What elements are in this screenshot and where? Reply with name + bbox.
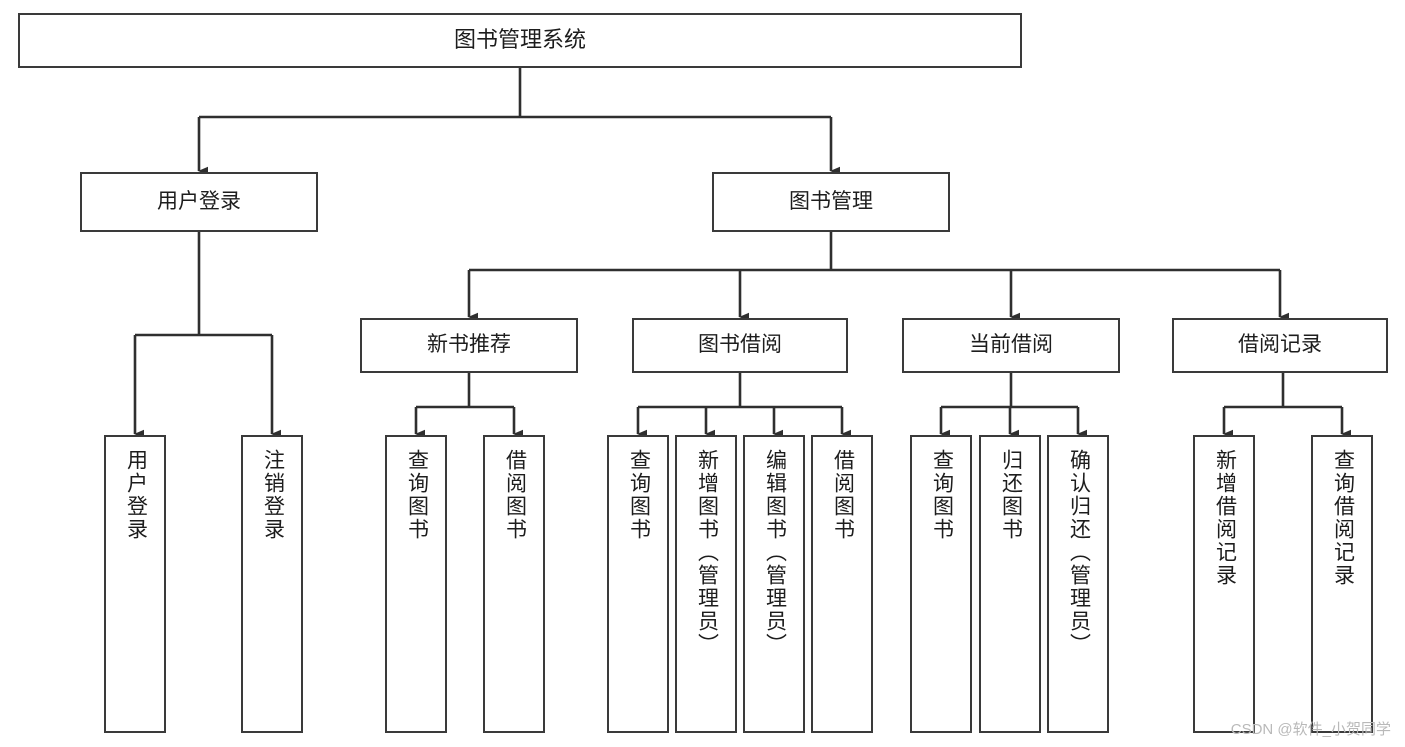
node-newbook[interactable]: 新书推荐	[360, 318, 578, 373]
node-label: 图书管理系统	[453, 27, 586, 53]
watermark-text: CSDN @软件_小贺同学	[1230, 721, 1391, 738]
node-leaf-br-add[interactable]: 新增图书（管理员）	[675, 435, 737, 733]
node-leaf-br-edit[interactable]: 编辑图书（管理员）	[743, 435, 805, 733]
node-label: 查询图书	[930, 449, 954, 541]
node-label: 新增借阅记录	[1213, 449, 1237, 587]
node-leaf-rec-add[interactable]: 新增借阅记录	[1193, 435, 1255, 733]
node-leaf-logout[interactable]: 注销登录	[241, 435, 303, 733]
node-leaf-br-query[interactable]: 查询图书	[607, 435, 669, 733]
node-label: 图书借阅	[698, 333, 782, 357]
node-label: 借阅图书	[503, 449, 527, 541]
node-leaf-nb-borrow[interactable]: 借阅图书	[483, 435, 545, 733]
node-leaf-cur-confirm[interactable]: 确认归还（管理员）	[1047, 435, 1109, 733]
node-label: 确认归还（管理员）	[1067, 449, 1091, 656]
node-bookmgmt[interactable]: 图书管理	[712, 172, 950, 232]
node-root[interactable]: 图书管理系统	[18, 13, 1022, 68]
node-leaf-rec-query[interactable]: 查询借阅记录	[1311, 435, 1373, 733]
node-current[interactable]: 当前借阅	[902, 318, 1120, 373]
node-label: 查询图书	[627, 449, 651, 541]
node-label: 编辑图书（管理员）	[763, 449, 787, 656]
node-label: 当前借阅	[969, 333, 1053, 357]
node-leaf-br-borrow[interactable]: 借阅图书	[811, 435, 873, 733]
node-label: 图书管理	[789, 189, 873, 213]
node-leaf-nb-query[interactable]: 查询图书	[385, 435, 447, 733]
node-label: 借阅图书	[831, 449, 855, 541]
node-leaf-cur-query[interactable]: 查询图书	[910, 435, 972, 733]
node-borrow[interactable]: 图书借阅	[632, 318, 848, 373]
node-label: 归还图书	[999, 449, 1023, 541]
node-label: 借阅记录	[1238, 333, 1322, 357]
node-leaf-cur-return[interactable]: 归还图书	[979, 435, 1041, 733]
node-label: 用户登录	[157, 189, 241, 213]
node-leaf-user-login[interactable]: 用户登录	[104, 435, 166, 733]
node-label: 用户登录	[124, 449, 148, 541]
node-label: 查询借阅记录	[1331, 449, 1355, 587]
connector-group	[133, 68, 1351, 439]
node-label: 查询图书	[405, 449, 429, 541]
node-login[interactable]: 用户登录	[80, 172, 318, 232]
node-label: 注销登录	[261, 449, 285, 541]
node-records[interactable]: 借阅记录	[1172, 318, 1388, 373]
node-label: 新书推荐	[427, 333, 511, 357]
node-label: 新增图书（管理员）	[695, 449, 719, 656]
